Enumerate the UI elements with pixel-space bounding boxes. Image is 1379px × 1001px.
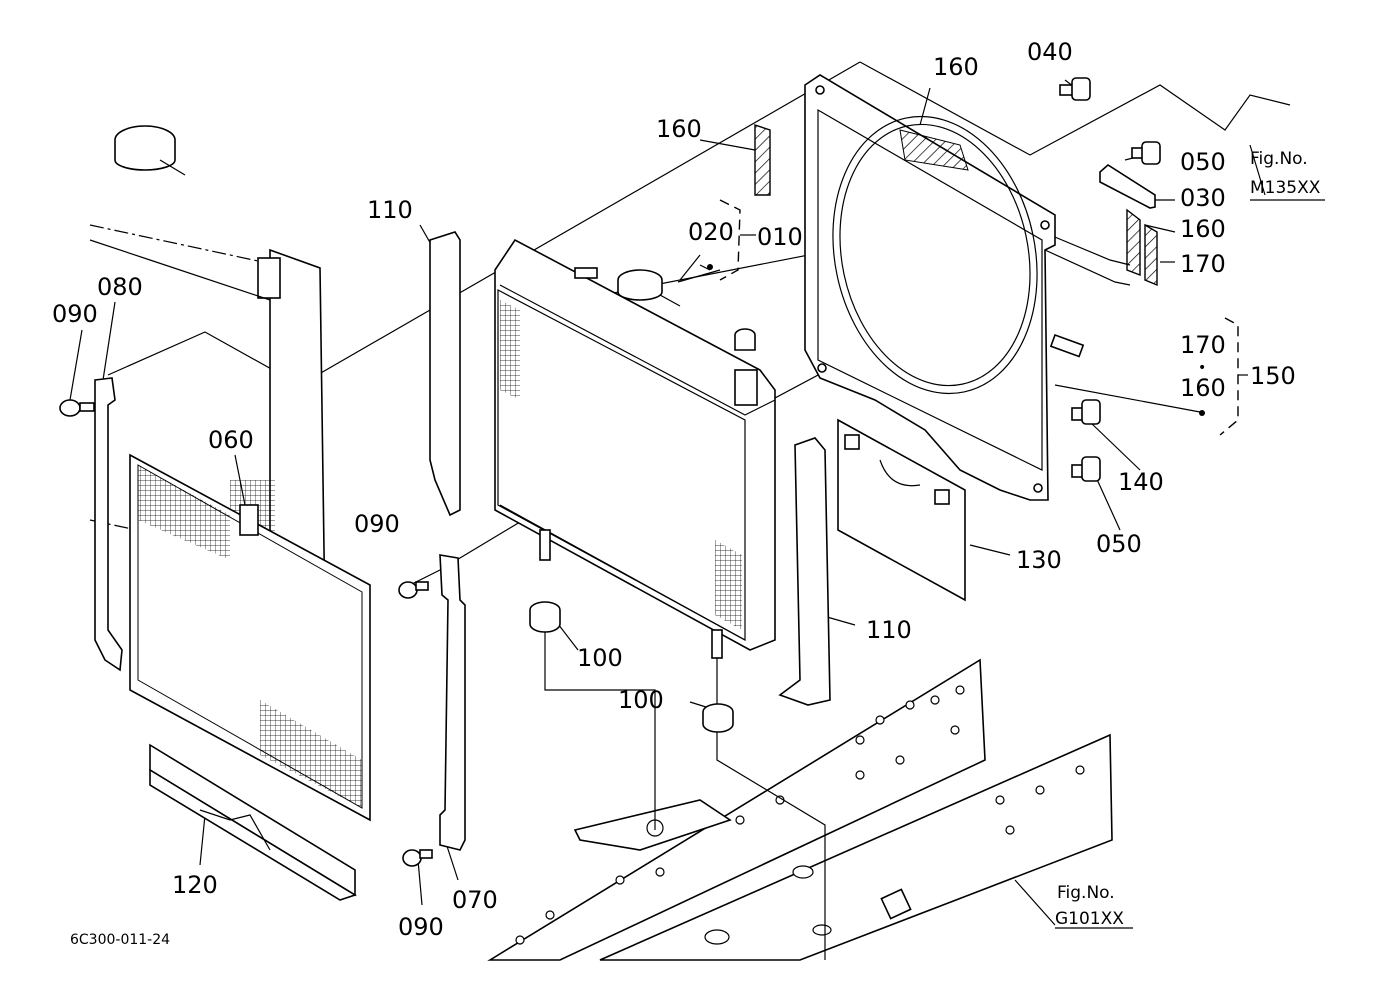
label-110: 110 [367, 196, 413, 224]
set-dot [1199, 410, 1205, 416]
label-090: 090 [52, 300, 98, 328]
label-160: 160 [933, 53, 979, 81]
label-080: 080 [97, 273, 143, 301]
part-080-bracket [94, 377, 123, 672]
part-070-bracket [439, 554, 466, 851]
label-090: 090 [354, 510, 400, 538]
label-050: 050 [1096, 530, 1142, 558]
part-100-cushion [529, 601, 734, 733]
label-170: 170 [1180, 250, 1226, 278]
part-030-plate [1099, 164, 1156, 209]
set-dot [707, 264, 713, 270]
part-010-radiator [494, 238, 776, 659]
part-050-bolt-upper [1131, 141, 1161, 165]
label-160: 160 [1180, 215, 1226, 243]
set-marker: • [1198, 360, 1206, 376]
fig-ref-label: Fig.No. [1250, 149, 1308, 169]
label-140: 140 [1118, 468, 1164, 496]
part-labels: 040 160 160 050 030 160 110 020 010 170 … [52, 38, 1321, 948]
label-040: 040 [1027, 38, 1073, 66]
label-010: 010 [757, 223, 803, 251]
part-090-bolt-middle [398, 581, 429, 599]
fig-ref-label: Fig.No. [1057, 883, 1115, 903]
label-050: 050 [1180, 148, 1226, 176]
part-050-bolt-lower [1071, 456, 1101, 482]
part-120-seal [149, 743, 357, 901]
part-140-bolt [1071, 399, 1101, 425]
label-090: 090 [398, 913, 444, 941]
frame-chassis [487, 658, 1113, 961]
fig-ref-number[interactable]: M135XX [1250, 178, 1321, 198]
label-150: 150 [1250, 362, 1296, 390]
drawing-code: 6C300-011-24 [70, 932, 170, 948]
part-090-bolt-lower [402, 849, 433, 867]
label-110: 110 [866, 616, 912, 644]
label-070: 070 [452, 886, 498, 914]
part-060-screen [129, 453, 371, 822]
label-020: 020 [688, 218, 734, 246]
part-040-bolt [1059, 77, 1091, 101]
label-060: 060 [208, 426, 254, 454]
part-160-label-upper [754, 124, 771, 196]
label-130: 130 [1016, 546, 1062, 574]
label-030: 030 [1180, 184, 1226, 212]
label-100: 100 [577, 644, 623, 672]
fig-ref-number[interactable]: G101XX [1055, 909, 1124, 929]
part-110-baffle-left [429, 231, 461, 517]
part-090-bolt-upper-left [59, 399, 95, 417]
part-110-baffle-right [778, 437, 831, 706]
label-170: 170 [1180, 331, 1226, 359]
part-160-170-labels [1126, 208, 1158, 287]
part-020-radiator-cap [617, 269, 681, 307]
part-130-cover [837, 418, 966, 602]
label-120: 120 [172, 871, 218, 899]
label-100: 100 [618, 686, 664, 714]
label-160: 160 [656, 115, 702, 143]
fan-shroud [804, 74, 1085, 501]
label-160: 160 [1180, 374, 1226, 402]
